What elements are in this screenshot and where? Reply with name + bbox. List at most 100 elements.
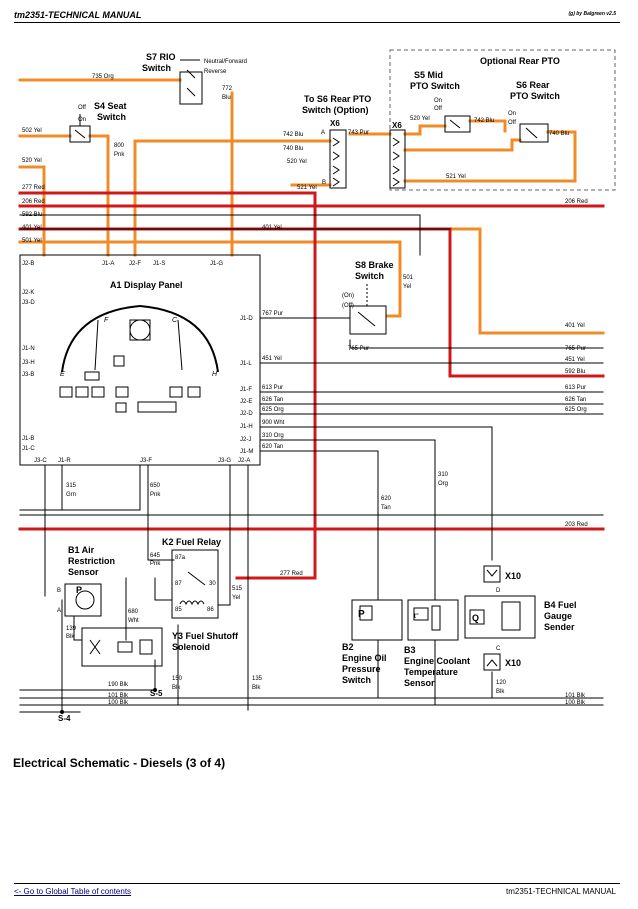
b4-q-symbol: Q <box>472 613 479 623</box>
b2-oil-pressure-switch <box>351 599 403 641</box>
to-s6-label: To S6 Rear PTO <box>304 94 371 104</box>
global-toc-link[interactable]: <- Go to Global Table of contents <box>14 887 132 896</box>
s5-mid-pto-switch <box>444 115 471 133</box>
b2-p-symbol: P <box>358 609 365 620</box>
k2-fuel-relay <box>171 549 219 619</box>
b4-label-3: Sender <box>544 622 575 632</box>
gauge-h: H <box>212 371 218 378</box>
s8-label-2: Switch <box>355 271 384 281</box>
pin-j2a: J2-A <box>238 458 250 464</box>
s8-on: (On) <box>342 293 354 299</box>
x10-bottom-label: X10 <box>505 658 521 668</box>
wire-310-vertical: 310 <box>438 472 449 478</box>
s4-splice-label: S-4 <box>58 714 71 723</box>
pin-j1s: J1-S <box>153 261 165 267</box>
b4-fuel-gauge-sender <box>464 595 536 639</box>
wire-743: 743 Pur <box>348 130 369 136</box>
b4-pin-c: C <box>496 646 501 652</box>
header-divider <box>14 22 620 23</box>
x6-pin-a: A <box>321 130 325 136</box>
footer-manual-title: tm2351-TECHNICAL MANUAL <box>506 887 616 896</box>
pin-j1f: J1-F <box>240 387 252 393</box>
wire-620-vertical: 620 <box>381 496 392 502</box>
gauge-c: C <box>172 317 178 324</box>
wire-277-lower: 277 Red <box>280 571 303 577</box>
y3-label-2: Solenoid <box>172 642 210 652</box>
wire-740: 740 Blu <box>283 146 303 152</box>
wire-772-color: Blu <box>222 95 231 101</box>
b1-label-3: Sensor <box>68 567 99 577</box>
relay-pin-85: 85 <box>175 607 182 613</box>
wire-120: 120 <box>496 680 507 686</box>
wire-135-color: Blk <box>252 685 261 691</box>
wire-515-color: Yel <box>232 595 240 601</box>
wire-680: 680 <box>128 609 139 615</box>
wire-735: 735 Org <box>92 74 114 80</box>
b3-coolant-temperature-sensor <box>407 599 459 641</box>
wire-613: 613 Pur <box>262 385 283 391</box>
relay-pin-87a: 87a <box>175 555 186 561</box>
wire-625: 625 Org <box>262 407 284 413</box>
wire-401-mid: 401 Yel <box>262 225 282 231</box>
k2-label: K2 Fuel Relay <box>162 537 221 547</box>
wire-451: 451 Yel <box>262 356 282 362</box>
x10-top-label: X10 <box>505 571 521 581</box>
s8-off: (Off) <box>342 303 354 309</box>
pin-j3b: J3-B <box>22 372 34 378</box>
wire-740-s6: 740 Blu <box>549 131 569 137</box>
wire-501-vertical-color: Yel <box>403 284 411 290</box>
wire-315: 315 <box>66 483 77 489</box>
wire-520: 520 Yel <box>22 158 42 164</box>
b3-label: B3 <box>404 645 416 655</box>
wire-650: 650 <box>150 483 161 489</box>
y3-label: Y3 Fuel Shutoff <box>172 631 239 641</box>
wire-765-right: 765 Pur <box>565 346 586 352</box>
pin-j2k: J2-K <box>22 290 34 296</box>
b4-label-2: Gauge <box>544 611 572 621</box>
wire-626-right: 626 Tan <box>565 397 586 403</box>
s8-brake-switch <box>349 284 387 335</box>
pin-j2f: J2-F <box>129 261 141 267</box>
s7-neutral-label: Neutral/Forward <box>204 59 247 65</box>
wire-315-color: Grn <box>66 492 76 498</box>
pin-j1h: J1-H <box>240 424 253 430</box>
pin-j1d: J1-D <box>240 316 253 322</box>
pin-j1a: J1-A <box>102 261 114 267</box>
pin-j2e: J2-E <box>240 399 252 405</box>
wire-150-color: Blk <box>172 685 181 691</box>
x6-right-label: X6 <box>392 121 402 130</box>
header-brand: (g) by Balgreen v2.5 <box>568 11 616 17</box>
schematic-caption: Electrical Schematic - Diesels (3 of 4) <box>13 756 226 770</box>
s6-label-2: PTO Switch <box>510 91 560 101</box>
s7-rio-switch <box>179 59 203 105</box>
relay-pin-87: 87 <box>175 581 182 587</box>
wire-203: 203 Red <box>565 522 588 528</box>
wire-680-color: Wht <box>128 618 139 624</box>
s5-label: S5 Mid <box>414 70 443 80</box>
pin-j3c: J3-C <box>34 458 47 464</box>
s7-reverse-label: Reverse <box>204 69 227 75</box>
wire-101-right: 101 Blk <box>565 693 586 699</box>
pin-j1g: J1-G <box>210 261 223 267</box>
pin-j3g: J3-G <box>218 458 231 464</box>
b1-label-2: Restriction <box>68 556 115 566</box>
optional-rear-pto-box <box>389 49 616 191</box>
wire-206-right: 206 Red <box>565 199 588 205</box>
b2-label-2: Engine Oil <box>342 653 387 663</box>
header-title: tm2351-TECHNICAL MANUAL <box>14 10 142 20</box>
pin-j1c: J1-C <box>22 446 35 452</box>
x6-left-label: X6 <box>330 119 340 128</box>
pin-j3h: J3-H <box>22 360 35 366</box>
a1-label: A1 Display Panel <box>110 280 183 290</box>
wire-515: 515 <box>232 586 243 592</box>
x10-connector-top <box>483 565 501 583</box>
to-s6-label-2: Switch (Option) <box>302 105 369 115</box>
s7-label: S7 RIO <box>146 52 176 62</box>
s5-label-2: PTO Switch <box>410 81 460 91</box>
b1-p-symbol: P <box>76 585 82 595</box>
b3-label-2: Engine Coolant <box>404 656 470 666</box>
x6-pin-b: B <box>322 180 326 186</box>
x6-connector-left <box>329 129 347 189</box>
wire-100: 100 Blk <box>108 700 129 706</box>
